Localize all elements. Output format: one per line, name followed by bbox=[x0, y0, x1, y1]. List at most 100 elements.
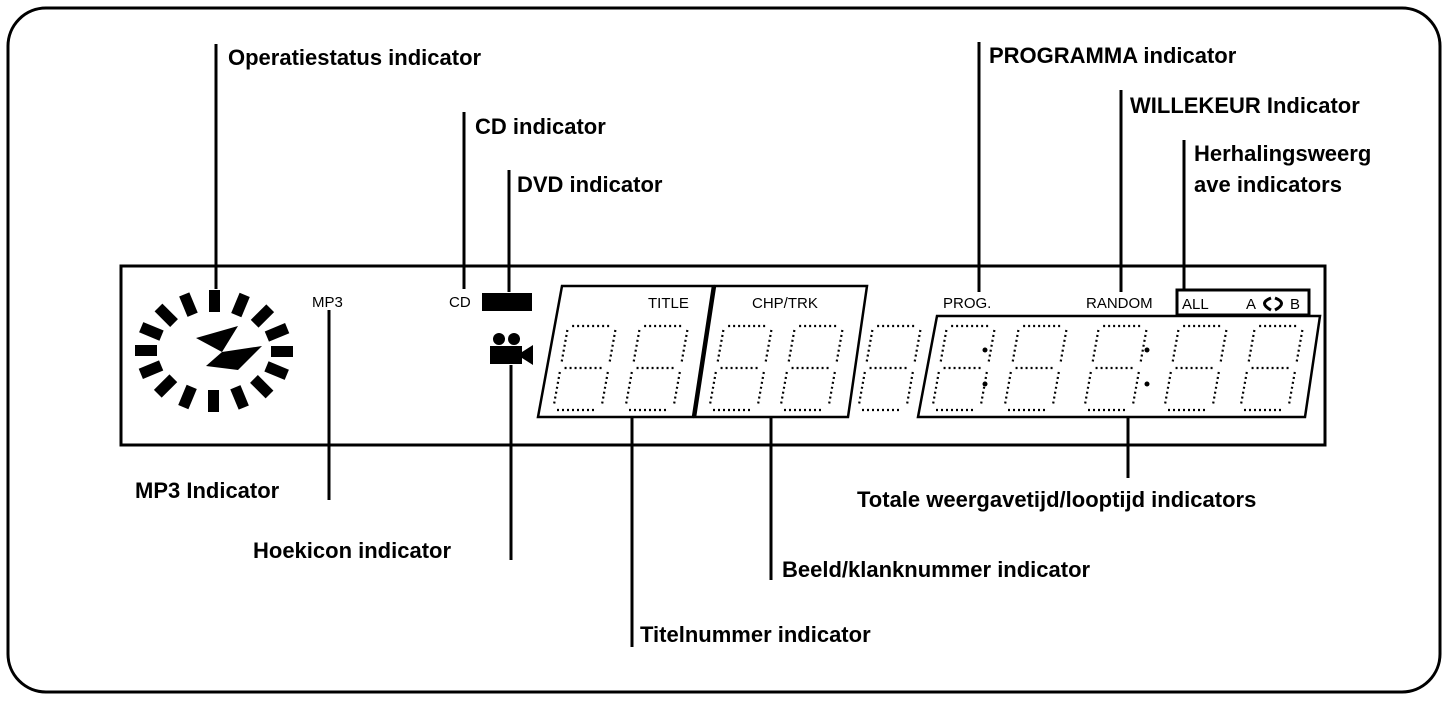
ring-segment bbox=[264, 361, 289, 380]
time-digit-frame bbox=[916, 314, 1322, 419]
digit-segment bbox=[1219, 329, 1228, 365]
segment-digit bbox=[857, 324, 922, 412]
colon-dot bbox=[1144, 381, 1150, 387]
ring-segment bbox=[135, 345, 157, 356]
ring-segment bbox=[154, 303, 178, 327]
digit-segment bbox=[979, 371, 988, 407]
digit-segment bbox=[680, 329, 689, 365]
title-digit-frame bbox=[536, 284, 715, 419]
digit-segment bbox=[827, 371, 836, 407]
digit-segment bbox=[1011, 329, 1020, 365]
digit-segment bbox=[1083, 371, 1092, 407]
digit-segment bbox=[857, 371, 866, 407]
seven-segment-digits bbox=[552, 324, 1304, 412]
ring-segment bbox=[179, 292, 198, 317]
digit-segment bbox=[608, 329, 617, 365]
digit-segment bbox=[716, 329, 725, 365]
digit-segment bbox=[1295, 329, 1304, 365]
digit-segment bbox=[987, 329, 996, 365]
ring-segment bbox=[139, 322, 164, 341]
segment-digit bbox=[931, 324, 996, 412]
segment-digit bbox=[708, 324, 773, 412]
label-dvd: DVD indicator bbox=[517, 172, 663, 197]
digit-segment bbox=[939, 329, 948, 365]
segment-digit bbox=[1163, 324, 1228, 412]
digit-segment bbox=[1131, 371, 1140, 407]
digit-segment bbox=[1163, 371, 1172, 407]
digit-segment bbox=[1091, 329, 1100, 365]
digit-segment bbox=[552, 371, 561, 407]
colon-dot bbox=[982, 381, 988, 387]
digit-segment bbox=[764, 329, 773, 365]
leader-lines bbox=[214, 42, 1186, 647]
cd-lcd-text: CD bbox=[449, 294, 471, 311]
mp3-lcd-text: MP3 bbox=[312, 294, 343, 311]
colon-dot bbox=[982, 347, 988, 353]
chp-trk-lcd-text: CHP/TRK bbox=[752, 295, 818, 312]
digit-segment bbox=[672, 371, 681, 407]
label-operatiestatus: Operatiestatus indicator bbox=[228, 45, 482, 70]
segment-digit bbox=[552, 324, 617, 412]
random-lcd-text: RANDOM bbox=[1086, 295, 1153, 312]
ring-segment bbox=[230, 385, 249, 410]
digit-segment bbox=[1239, 371, 1248, 407]
disc-swirl-icon bbox=[196, 326, 262, 370]
digit-segment bbox=[600, 371, 609, 407]
ring-segment bbox=[264, 323, 290, 342]
digit-segment bbox=[1051, 371, 1060, 407]
digit-segment bbox=[708, 371, 717, 407]
digit-segment bbox=[632, 329, 641, 365]
outer-frame bbox=[6, 6, 1442, 694]
label-beeld: Beeld/klanknummer indicator bbox=[782, 557, 1091, 582]
ring-segment bbox=[271, 346, 293, 357]
ring-segment bbox=[250, 375, 274, 399]
label-herhaling-2: ave indicators bbox=[1194, 172, 1342, 197]
segment-digit bbox=[1003, 324, 1068, 412]
operation-status-ring-icon bbox=[135, 290, 293, 412]
digit-segment bbox=[835, 329, 844, 365]
segment-digit bbox=[779, 324, 844, 412]
ring-segment bbox=[178, 384, 197, 410]
colon-dot bbox=[1144, 347, 1150, 353]
segment-digit bbox=[624, 324, 689, 412]
digit-segment bbox=[1003, 371, 1012, 407]
digit-segment bbox=[756, 371, 765, 407]
label-hoekicon: Hoekicon indicator bbox=[253, 538, 452, 563]
ring-segment bbox=[231, 292, 250, 318]
repeat-box bbox=[1175, 288, 1311, 317]
b-lcd-text: B bbox=[1290, 296, 1300, 313]
dvd-block-icon bbox=[482, 293, 532, 311]
digit-segment bbox=[865, 329, 874, 365]
digit-segment bbox=[913, 329, 922, 365]
label-willekeur: WILLEKEUR Indicator bbox=[1130, 93, 1360, 118]
segment-digit bbox=[1239, 324, 1304, 412]
digit-segment bbox=[931, 371, 940, 407]
label-totale: Totale weergavetijd/looptijd indicators bbox=[857, 487, 1257, 512]
label-cd: CD indicator bbox=[475, 114, 606, 139]
camera-angle-icon bbox=[490, 333, 533, 365]
digit-segment bbox=[1211, 371, 1220, 407]
label-herhaling-1: Herhalingsweerg bbox=[1194, 141, 1372, 166]
label-programma: PROGRAMMA indicator bbox=[989, 43, 1237, 68]
ring-segment bbox=[153, 374, 178, 398]
digit-segment bbox=[905, 371, 914, 407]
digit-segment bbox=[1247, 329, 1256, 365]
ring-segment bbox=[209, 290, 220, 312]
segment-digit bbox=[1083, 324, 1148, 412]
ring-segment bbox=[138, 360, 164, 379]
title-lcd-text: TITLE bbox=[648, 295, 689, 312]
digit-segment bbox=[1059, 329, 1068, 365]
digit-segment bbox=[624, 371, 633, 407]
chp-trk-digit-frame bbox=[693, 284, 869, 419]
digit-segment bbox=[779, 371, 788, 407]
ring-segment bbox=[208, 390, 219, 412]
digit-segment bbox=[560, 329, 569, 365]
label-titel: Titelnummer indicator bbox=[640, 622, 871, 647]
digit-segment bbox=[1171, 329, 1180, 365]
digit-segment bbox=[1287, 371, 1296, 407]
digit-segment bbox=[787, 329, 796, 365]
all-lcd-text: ALL bbox=[1182, 296, 1209, 313]
a-lcd-text: A bbox=[1246, 296, 1256, 313]
